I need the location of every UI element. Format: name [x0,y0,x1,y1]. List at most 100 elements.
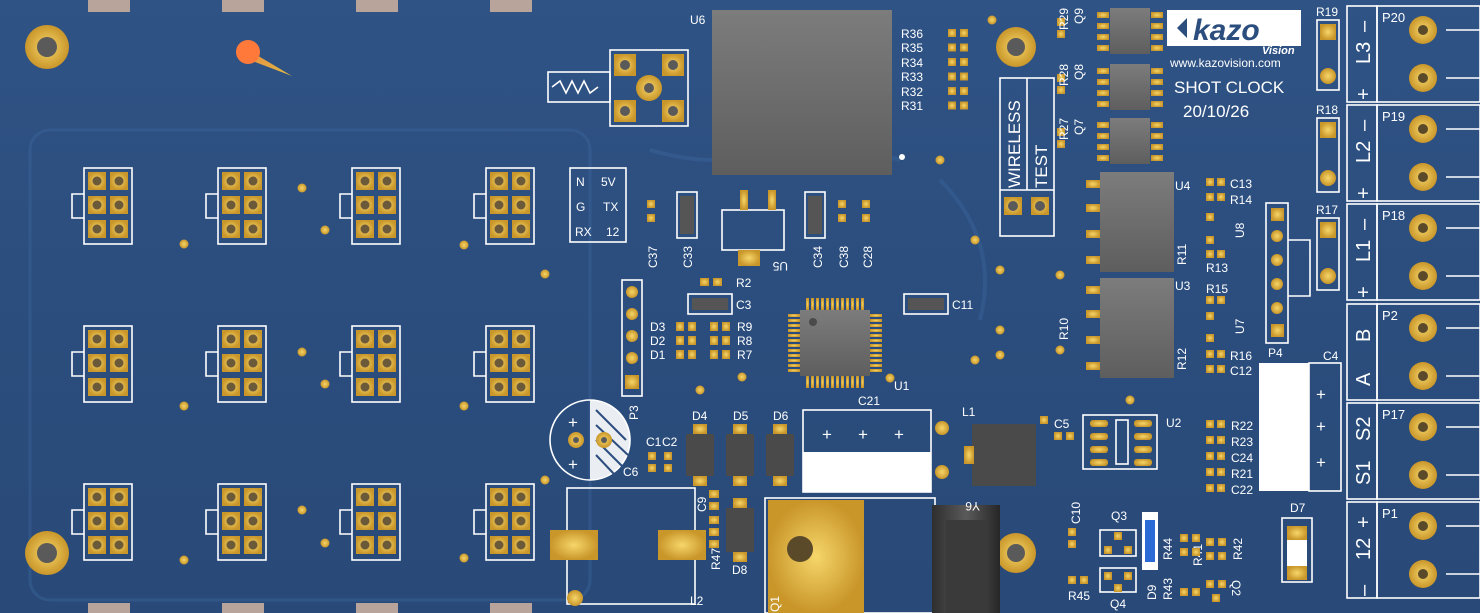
pad [960,101,968,110]
terminal-ref: P20 [1382,10,1405,25]
chip-u2: U2 R22 R23 C24 R21 C22 [1082,414,1253,497]
c4-plus-3: + [1316,453,1326,472]
via [320,538,330,548]
pin [821,376,824,388]
pin [788,339,800,342]
via [1055,345,1065,355]
parts-bottom-right: C10 Q3 Q4 D9 R44 R43 R41 R42 Q2 R45 [1068,502,1245,611]
pin [788,364,800,367]
via [1125,395,1135,405]
via [995,325,1005,335]
label-r27: R27 [1057,118,1071,140]
pad [960,72,968,81]
label-d8: D8 [732,563,748,577]
label-c21: C21 [858,394,880,408]
terminal-ref: P18 [1382,208,1405,223]
mounting-holes [25,25,1036,575]
pin [816,298,819,310]
parts-c9-r47-d8: C9 R47 D8 [695,490,754,577]
pin [856,298,859,310]
pin [861,298,864,310]
pad [948,58,956,66]
vias [179,15,1135,565]
via [179,401,189,411]
label-d4: D4 [692,409,708,423]
label-r32: R32 [901,85,923,99]
label-c5: C5 [1054,417,1070,431]
label-u3: U3 [1175,279,1191,293]
label-r33: R33 [901,70,923,84]
label-c10: C10 [1069,502,1083,524]
label-c13: C13 [1230,177,1252,191]
label-r19: R19 [1316,5,1338,19]
pin [788,319,800,322]
pin [836,376,839,388]
terminal-pin-label: L1 [1353,240,1375,262]
header-label-tx: TX [603,200,618,214]
label-p3: P3 [627,405,641,420]
label-u1: U1 [894,379,910,393]
header-label-g: G [576,200,585,214]
pin [788,344,800,347]
pad [948,72,956,81]
pad [960,87,968,95]
via [737,372,747,382]
pin [861,376,864,388]
label-r9: R9 [737,320,753,334]
via [179,239,189,249]
label-r12: R12 [1175,348,1189,370]
label-c3: C3 [736,298,752,312]
pin [870,319,882,322]
via [179,555,189,565]
pad [960,58,968,66]
label-c12: C12 [1230,364,1252,378]
terminal-pin-label: 12 [1353,538,1375,560]
pin [851,298,854,310]
connector-block [339,167,401,245]
pin [870,314,882,317]
terminal-pin-label: – [1353,20,1375,32]
label-q7: Q7 [1072,119,1086,135]
label-d3: D3 [650,320,666,334]
label-c11: C11 [952,298,973,312]
label-r16: R16 [1230,349,1252,363]
terminal-pin-label: L2 [1353,141,1375,163]
via [987,15,997,25]
label-d7: D7 [1290,501,1306,515]
label-c28: C28 [861,246,875,268]
label-u6: U6 [690,13,706,27]
connector-block [339,325,401,403]
capacitor-c4: + + + C4 [1259,349,1342,492]
connector-grid [71,167,535,561]
label-c9: C9 [695,496,709,512]
pin [836,298,839,310]
label-u2: U2 [1166,416,1182,430]
terminal-block: P20–L3+ [1346,5,1480,103]
diodes-d4-d6: D4 D5 D6 [686,409,794,486]
connector-block [71,483,133,561]
label-r21: R21 [1231,467,1253,481]
terminal-pin-label: S2 [1353,417,1375,441]
pin [806,298,809,310]
via [297,347,307,357]
pin [811,376,814,388]
connector-block [71,325,133,403]
small-parts-right: C13 R14 U8 R13 R15 U7 R16 C12 [1206,177,1252,378]
label-c6: C6 [623,465,639,479]
terminal-ref: P2 [1382,308,1398,323]
terminal-pin-label: + [1353,286,1375,298]
header-label-rx: RX [575,225,592,239]
pin [870,339,882,342]
terminal-block: P19–L2+ [1346,104,1480,202]
pin [870,329,882,332]
transistor-q1: Q1 Y6 [764,497,1000,613]
label-r11: R11 [1175,244,1189,265]
terminal-pin-label: + [1353,187,1375,199]
header-p4: P4 [1265,202,1311,360]
c21-plus-2: + [858,425,868,444]
header-label-n: N [576,175,585,189]
label-c37: C37 [646,246,660,268]
terminal-pin-label: + [1353,88,1375,100]
